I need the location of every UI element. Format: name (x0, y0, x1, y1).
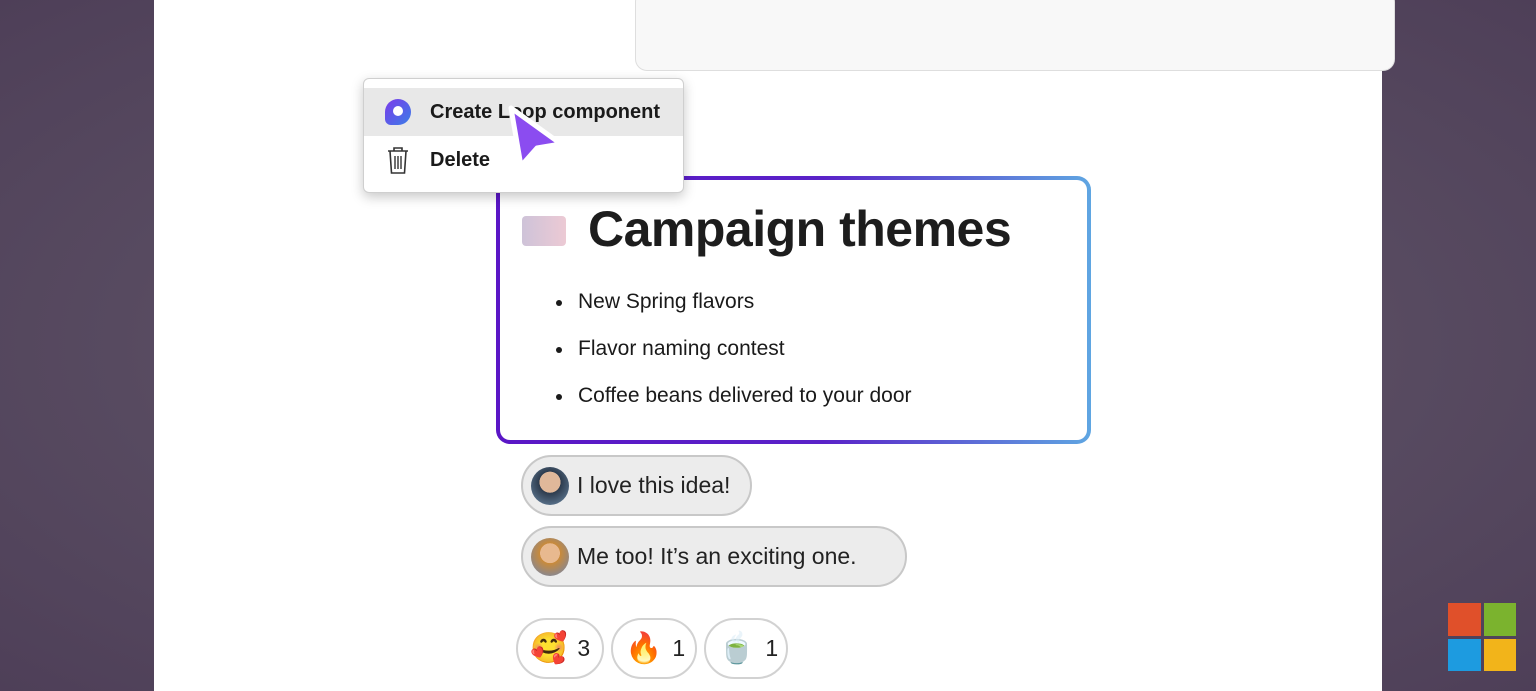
bullet-list: New Spring flavors Flavor naming contest… (552, 290, 912, 431)
list-item: New Spring flavors (552, 290, 912, 337)
loop-card[interactable]: Campaign themes New Spring flavors Flavo… (496, 176, 1091, 444)
menu-item-delete[interactable]: Delete (364, 136, 683, 184)
menu-item-label: Delete (430, 148, 491, 171)
trash-icon (384, 146, 412, 174)
loop-icon (384, 98, 412, 126)
message-text: I love this idea! (577, 472, 731, 498)
reaction-count: 1 (672, 635, 686, 661)
chat-message[interactable]: I love this idea! (521, 455, 752, 516)
avatar (531, 466, 569, 505)
chat-message[interactable]: Me too! It’s an exciting one. (521, 526, 907, 587)
reaction-tea[interactable]: 🍵 1 (704, 618, 788, 679)
reaction-fire[interactable]: 🔥 1 (611, 618, 697, 679)
hot-beverage-icon: 🍵 (718, 631, 756, 666)
card-title: Campaign themes (588, 201, 1012, 257)
reaction-count: 1 (765, 635, 779, 661)
reaction-count: 3 (577, 635, 591, 661)
menu-item-create-loop[interactable]: Create Loop component (364, 88, 683, 136)
message-text: Me too! It’s an exciting one. (577, 543, 857, 569)
cursor-pointer-icon (508, 105, 564, 169)
smiling-face-hearts-icon: 🥰 (530, 631, 568, 666)
menu-item-label: Create Loop component (430, 100, 661, 123)
fire-icon: 🔥 (625, 631, 663, 666)
compose-box[interactable] (635, 0, 1395, 71)
avatar (531, 537, 569, 576)
microsoft-logo (1448, 603, 1516, 671)
megaphone-icon (522, 216, 566, 246)
list-item: Coffee beans delivered to your door (552, 384, 912, 431)
list-item: Flavor naming contest (552, 337, 912, 384)
reaction-smiling-hearts[interactable]: 🥰 3 (516, 618, 604, 679)
